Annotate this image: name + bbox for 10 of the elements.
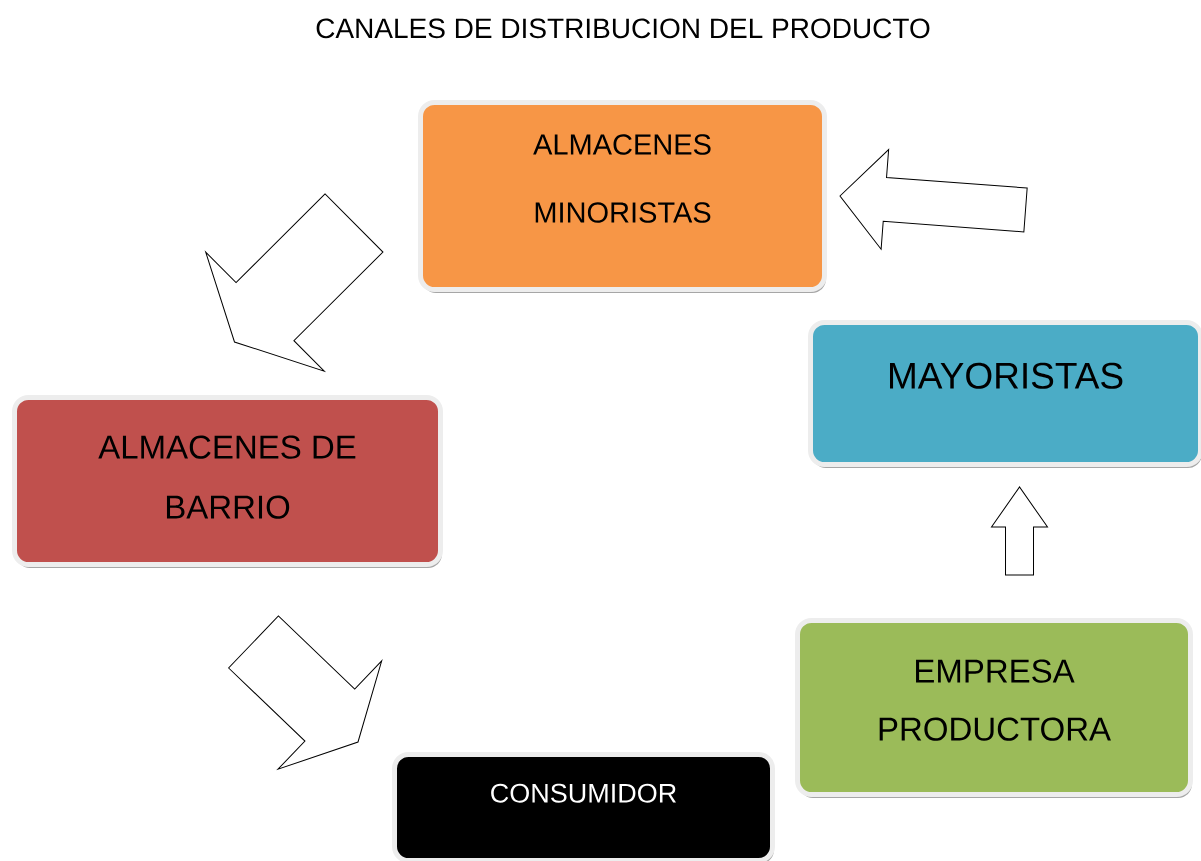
process-box: ALMACENES DE BARRIO	[12, 395, 443, 568]
process-box: CONSUMIDOR	[392, 752, 775, 861]
block-arrow	[228, 615, 383, 770]
process-box: EMPRESA PRODUCTORA	[795, 618, 1193, 798]
block-arrow	[991, 486, 1048, 576]
title: CANALES DE DISTRIBUCION DEL PRODUCTO	[316, 18, 930, 39]
process-box: ALMACENES MINORISTAS	[418, 100, 827, 293]
process-box: MAYORISTAS	[808, 320, 1201, 468]
block-arrow	[205, 193, 384, 372]
block-arrow	[839, 149, 1028, 250]
